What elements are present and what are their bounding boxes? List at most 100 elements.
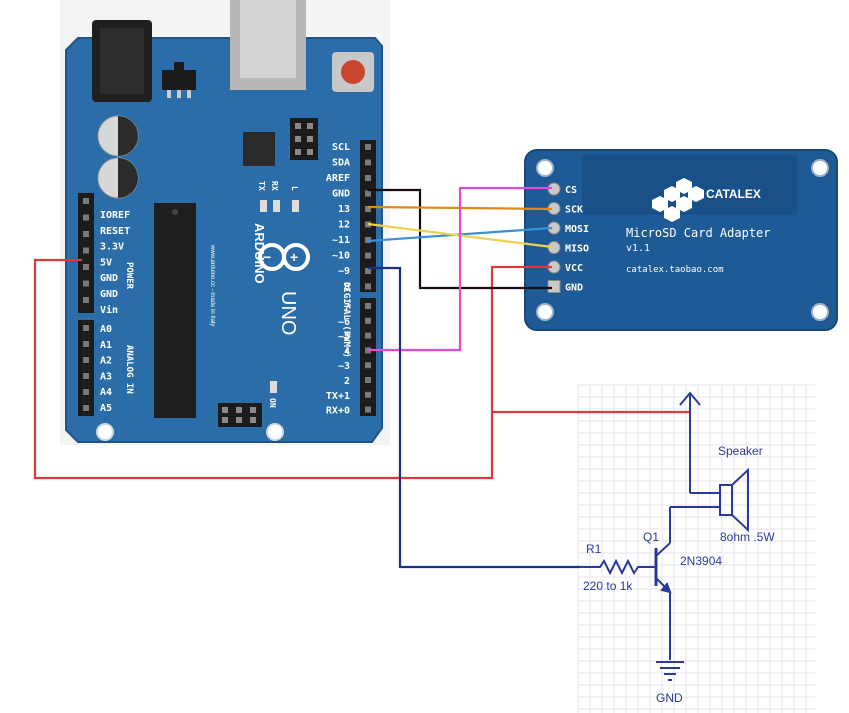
analog-pin-label: A2	[100, 356, 112, 367]
header-pin	[83, 231, 89, 237]
analog-pin-label: A3	[100, 371, 112, 382]
power-jack-inner	[100, 28, 144, 94]
ground-symbol	[656, 661, 684, 681]
wire-vcc-red	[490, 265, 552, 412]
url-text: www.arduino.cc - made in Italy	[209, 244, 215, 326]
wire-pin9-navy	[368, 266, 580, 569]
sd-pin-label-mosi: MOSI	[565, 224, 589, 235]
speaker-spec: 8ohm .5W	[720, 530, 775, 544]
catalex-logo	[652, 178, 704, 222]
analog-header	[78, 320, 94, 416]
model-uno: UNO	[277, 291, 299, 335]
resistor-ref: R1	[586, 542, 602, 556]
digital-header-upper	[360, 140, 376, 292]
tx-label: TX	[257, 181, 266, 191]
tx-led	[260, 200, 267, 212]
header-pin	[365, 303, 371, 309]
header-pin	[365, 252, 371, 259]
header-pin	[365, 190, 371, 197]
digital-pin-label: 13	[338, 204, 350, 215]
sd-pin-label-gnd: GND	[565, 283, 583, 294]
power-pin-label: 5V	[100, 257, 112, 268]
header-pin	[83, 280, 89, 287]
digital-pin-label: ~5	[338, 332, 350, 343]
mounting-hole	[811, 303, 829, 321]
header-pin	[83, 198, 89, 204]
usb-connector-face	[240, 0, 296, 78]
digital-pin-label: ~11	[332, 235, 350, 246]
header-pin	[365, 391, 371, 398]
speaker-cone	[731, 467, 749, 533]
sd-brand: CATALEX	[706, 187, 761, 201]
ground-label: GND	[656, 691, 683, 705]
digital-header-lower	[360, 298, 376, 416]
digital-pin-label: ~6	[338, 317, 350, 328]
speaker-schematic	[580, 391, 749, 681]
digital-pin-label: 2	[344, 376, 350, 387]
wire-cs-magenta	[368, 186, 552, 352]
digital-pin-label: SDA	[332, 158, 350, 169]
header-pin	[83, 405, 89, 411]
mounting-hole	[536, 159, 554, 177]
mounting-hole	[811, 159, 829, 177]
capacitor	[97, 157, 139, 199]
digital-pin-label: GND	[332, 189, 350, 200]
header-pin	[83, 341, 89, 347]
reset-button	[341, 60, 365, 84]
wires	[33, 186, 690, 569]
atmega-microcontroller	[154, 203, 196, 418]
voltage-regulator	[162, 70, 196, 90]
power-pin-label: GND	[100, 273, 118, 284]
header-pin	[365, 159, 371, 166]
capacitor	[97, 115, 139, 157]
header-pin	[365, 268, 371, 274]
header-pin	[83, 297, 89, 303]
icsp-header	[290, 118, 318, 160]
header-pin	[83, 264, 89, 270]
header-pin	[365, 175, 371, 181]
digital-pin-label: 12	[338, 220, 350, 231]
brand-arduino: ARDUINO	[252, 223, 267, 284]
arduino-logo	[258, 243, 310, 271]
speaker-label: Speaker	[718, 444, 763, 458]
wire-5v-red	[33, 258, 690, 480]
mounting-hole	[536, 303, 554, 321]
header-pin	[365, 332, 371, 339]
digital-label: DIGITAL (PWM~)	[341, 282, 351, 358]
sd-pin-label-miso: MISO	[565, 244, 589, 255]
header-pin	[83, 357, 89, 363]
mounting-hole	[266, 423, 284, 441]
on-led	[270, 381, 277, 393]
header-pin	[365, 362, 371, 369]
resistor-symbol	[580, 558, 656, 576]
rx-led	[273, 200, 280, 212]
header-pin	[365, 317, 371, 324]
header-pin	[365, 206, 371, 212]
l-led	[292, 200, 299, 212]
sd-title: MicroSD Card Adapter	[626, 226, 771, 240]
digital-pin-label: AREF	[326, 173, 350, 184]
sd-pin-label-sck: SCK	[565, 205, 583, 216]
header-pin	[83, 214, 89, 221]
power-pin-label: 3.3V	[100, 242, 124, 253]
analog-pin-label: A1	[100, 340, 112, 351]
sd-version: v1.1	[626, 243, 650, 254]
header-pin	[365, 144, 371, 150]
digital-pin-label: SCL	[332, 142, 350, 153]
sd-pin-pad	[547, 280, 561, 293]
header-pin	[365, 377, 371, 383]
digital-pin-label: TX+1	[326, 391, 350, 402]
analog-pin-label: A4	[100, 387, 112, 398]
digital-pin-label: RX+0	[326, 406, 350, 417]
mounting-hole	[96, 423, 114, 441]
header-pin	[83, 247, 89, 254]
analog-pin-label: A5	[100, 403, 112, 414]
regulator-tab	[174, 62, 184, 72]
transistor-ref: Q1	[643, 530, 659, 544]
sd-url: catalex.taobao.com	[626, 265, 724, 275]
resistor-value: 220 to 1k	[583, 579, 633, 593]
digital-pin-label: 8	[344, 282, 350, 293]
analog-pin-label: A0	[100, 324, 112, 335]
header-pin	[83, 373, 89, 379]
